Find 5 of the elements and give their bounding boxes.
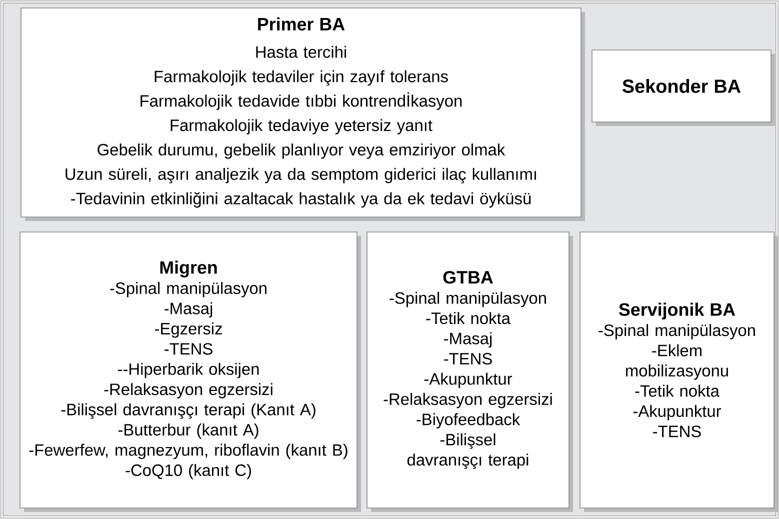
text-box: Sekonder BA (592, 50, 775, 126)
text-box: GTBA -Spinal manipülasyon -Tetik nokta -Masaj -TENS -Akupunktur -Relaksasyon egzersizi -Biyofeedback -Bilişsel davranışçı terapi (366, 232, 573, 512)
text-box: Migren -Spinal manipülasyon -Masaj -Egzersiz -TENS --Hiperbarik oksijen -Relaksasyon egzersizi -Bilişsel davranışçı terapi (Kanıt A) -Butterbur (kanıt A) -Fewerfew, magnezyum, riboflavin (kanıt B) -CoQ10 (kanıt C) (20, 232, 361, 512)
text-box: Servijonik BA -Spinal manipülasyon -Eklem mobilizasyonu -Tetik nokta -Akupunktur -TENS (580, 232, 778, 512)
text-box: Primer BA Hasta tercihi Farmakolojik tedaviler için zayıf tolerans Farmakolojik tedavide tıbbi kontrendİkasyon Farmakolojik tedaviye yetersiz yanıt Gebelik durumu, gebelik planlıyor veya emziriyor olmak Uzun süreli, aşırı analjezik ya da semptom giderici ilaç kullanımı -Tedavinin etkinliğini azaltacak hastalık ya da ek tedavi öyküsü (20, 8, 585, 221)
